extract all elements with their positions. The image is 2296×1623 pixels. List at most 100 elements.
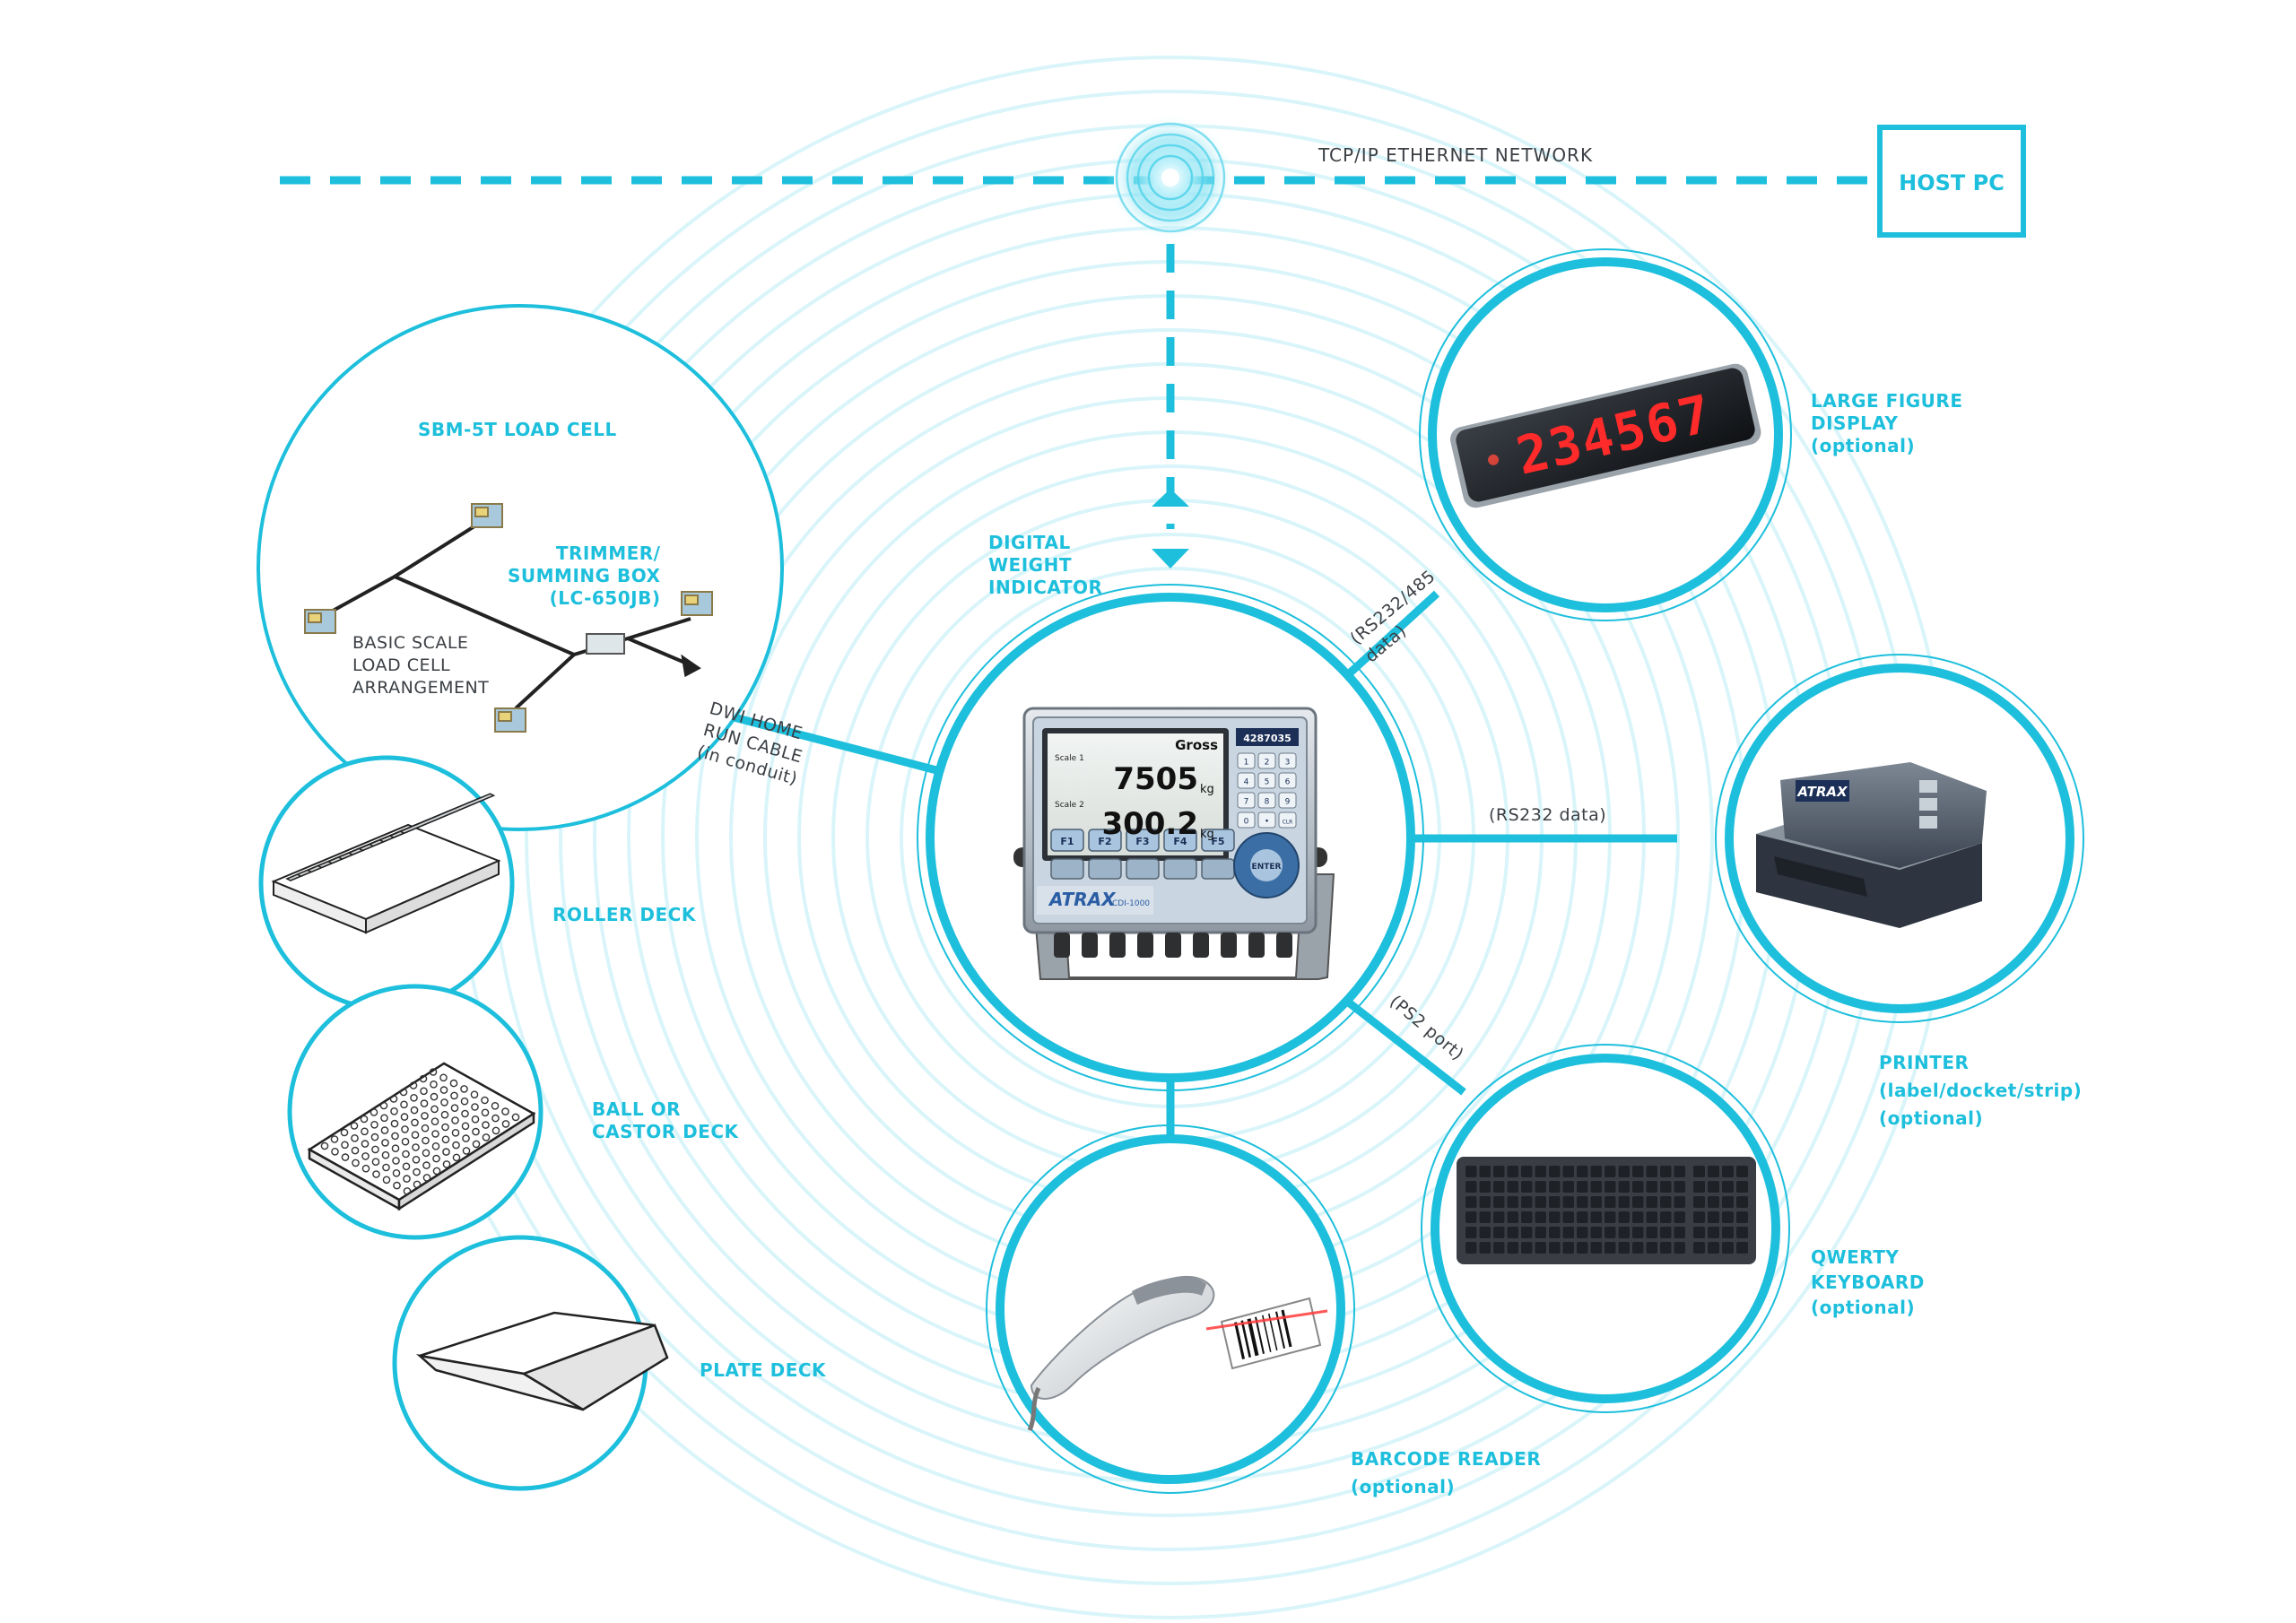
ball-transfer: [472, 1127, 480, 1136]
ball-transfer: [350, 1122, 359, 1130]
keyboard-key: [1493, 1227, 1505, 1238]
keypad-key: [1237, 792, 1256, 809]
trimmer-summing-box-label: TRIMMER/ SUMMING BOX (LC-650JB): [508, 542, 661, 609]
keyboard-key: [1660, 1242, 1672, 1254]
keyboard-key: [1693, 1196, 1705, 1208]
ball-transfer: [471, 1115, 480, 1124]
keypad-key-label: CLR: [1283, 820, 1293, 826]
keyboard-key: [1605, 1166, 1616, 1177]
ball-transfer: [430, 1081, 438, 1089]
plate-deck-icon: [415, 1311, 669, 1411]
ball-transfer: [372, 1170, 380, 1178]
keyboard-key: [1590, 1196, 1602, 1208]
keyboard-key: [1674, 1166, 1685, 1177]
keyboard-key: [1507, 1211, 1518, 1223]
keyboard-key: [1479, 1181, 1491, 1193]
function-key-label: F5: [1211, 836, 1224, 847]
ball-transfer: [413, 1167, 421, 1176]
ball-transfer: [429, 1068, 438, 1076]
keyboard-key: [1693, 1242, 1705, 1254]
plate-deck-label: PLATE DECK: [700, 1359, 827, 1381]
large-display-label: LARGE FIGURE DISPLAY (optional): [1811, 390, 1963, 456]
keyboard-key: [1660, 1211, 1672, 1223]
ball-transfer: [430, 1092, 439, 1101]
keyboard-key: [1577, 1242, 1588, 1254]
keyboard-key: [1618, 1211, 1630, 1223]
ball-transfer: [380, 1126, 389, 1134]
keyboard-key: [1535, 1227, 1546, 1238]
ball-transfer: [422, 1174, 431, 1182]
ball-transfer: [370, 1108, 378, 1116]
ball-transfer: [389, 1095, 398, 1103]
ball-deck-label: BALL OR CASTOR DECK: [592, 1098, 739, 1142]
ball-transfer: [400, 1100, 408, 1109]
ball-transfer: [439, 1086, 448, 1094]
ball-transfer: [422, 1161, 430, 1169]
ball-transfer: [440, 1098, 448, 1107]
keyboard-key: [1708, 1181, 1719, 1193]
keyboard-key: [1674, 1227, 1685, 1238]
ball-transfer: [491, 1102, 500, 1110]
function-key: [1088, 829, 1122, 852]
roller-pattern: [285, 793, 496, 881]
keyboard-key: [1590, 1211, 1602, 1223]
keyboard-key: [1722, 1196, 1734, 1208]
ball-transfer: [501, 1107, 509, 1115]
keyboard-key: [1507, 1242, 1518, 1254]
keyboard-key: [1577, 1196, 1588, 1208]
keyboard-key: [1590, 1181, 1602, 1193]
keyboard-key: [1507, 1166, 1518, 1177]
keyboard-key: [1660, 1181, 1672, 1193]
roller-deck-circle: [258, 755, 515, 1011]
keyboard-key: [1465, 1181, 1477, 1193]
ball-transfer: [482, 1133, 491, 1141]
keyboard-label: QWERTY KEYBOARD (optional): [1811, 1246, 1925, 1318]
ball-transfer: [411, 1131, 420, 1139]
keyboard-key: [1590, 1166, 1602, 1177]
keyboard-key: [1736, 1196, 1748, 1208]
keypad-key-label: 2: [1265, 759, 1270, 768]
ball-transfer: [422, 1136, 430, 1145]
ball-transfer: [430, 1117, 439, 1125]
roller-deck-label: ROLLER DECK: [552, 904, 696, 925]
host-pc-label: HOST PC: [1899, 170, 2005, 195]
keyboard-key: [1562, 1227, 1574, 1238]
barcode-circle: [986, 1124, 1355, 1494]
enter-key-label: ENTER: [1252, 863, 1282, 872]
keyboard-key: [1549, 1242, 1561, 1254]
keyboard-key: [1674, 1242, 1685, 1254]
ball-transfer: [330, 1135, 339, 1143]
keyboard-key: [1736, 1242, 1748, 1254]
ball-transfer: [440, 1110, 449, 1119]
keypad-key-label: 4: [1244, 778, 1249, 787]
keyboard-key: [1493, 1181, 1505, 1193]
ball-transfer: [450, 1091, 458, 1100]
keyboard-key: [1493, 1196, 1505, 1208]
indicator-brand: ATRAX: [1048, 889, 1117, 910]
keyboard-key: [1722, 1242, 1734, 1254]
keyboard-icon: [1457, 1157, 1756, 1264]
keyboard-key: [1549, 1196, 1561, 1208]
ball-transfer: [392, 1157, 400, 1165]
keypad-key: [1257, 812, 1276, 829]
keyboard-key: [1479, 1211, 1491, 1223]
keyboard-key: [1660, 1196, 1672, 1208]
keyboard-key: [1632, 1196, 1644, 1208]
keyboard-key: [1577, 1211, 1588, 1223]
keyboard-key: [1535, 1196, 1546, 1208]
keyboard-key: [1605, 1227, 1616, 1238]
ball-transfer: [491, 1126, 500, 1135]
digital-weight-indicator-label: DIGITAL WEIGHT INDICATOR: [988, 532, 1103, 598]
keyboard-key: [1605, 1196, 1616, 1208]
keyboard-key: [1521, 1242, 1533, 1254]
ball-transfer: [511, 1113, 520, 1122]
large-display-icon: [1450, 363, 1761, 508]
ball-transfer: [441, 1135, 450, 1144]
keyboard-key: [1618, 1227, 1630, 1238]
ball-transfer: [491, 1114, 500, 1123]
keyboard-key: [1708, 1242, 1719, 1254]
barcode-bars: [1234, 1309, 1292, 1359]
ball-transfer: [351, 1146, 360, 1155]
keyboard-key: [1632, 1211, 1644, 1223]
ball-transfer: [331, 1148, 339, 1156]
